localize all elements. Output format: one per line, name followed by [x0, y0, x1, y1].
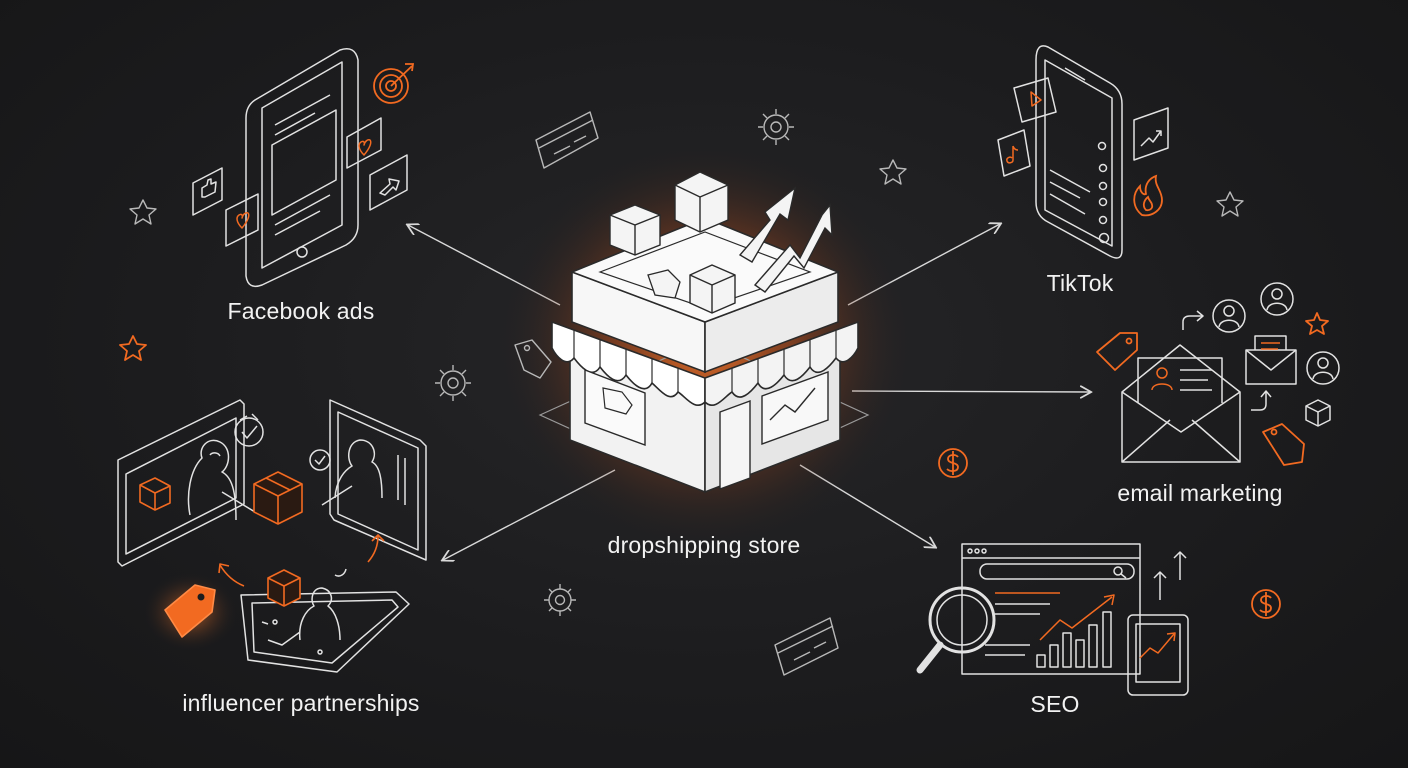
- tiktok-illustration: [997, 45, 1169, 259]
- fire-icon: [1133, 174, 1163, 217]
- accent-decorations: [119, 312, 1329, 619]
- credit-card-icon: [535, 111, 599, 169]
- gear-icon: [544, 584, 576, 616]
- price-tag-icon: [514, 339, 552, 379]
- email-marketing-illustration: [1121, 282, 1340, 463]
- dollar-coin-icon: [938, 448, 968, 478]
- sparkle-star-icon: [119, 335, 147, 361]
- target-icon: [373, 63, 415, 104]
- store-illustration: [495, 140, 915, 550]
- seo-illustration: [916, 543, 1189, 696]
- dollar-coin-icon: [1251, 589, 1281, 619]
- facebook-ads-illustration: [192, 48, 408, 288]
- email-tag-icons: [1096, 332, 1305, 466]
- label-dropshipping-store: dropshipping store: [607, 532, 801, 558]
- sparkle-star-icon: [1216, 191, 1244, 217]
- influencer-illustration: [117, 399, 427, 673]
- gear-icon: [758, 109, 794, 145]
- sparkle-star-icon: [1305, 312, 1329, 335]
- influencer-accents: [139, 471, 385, 607]
- sparkle-star-icon: [129, 199, 157, 225]
- label-seo: SEO: [1030, 691, 1080, 717]
- sparkle-star-icon: [879, 159, 907, 185]
- decorative-icons: [129, 109, 1244, 676]
- label-tiktok: TikTok: [1046, 270, 1114, 296]
- price-tag-glow-icon: [142, 572, 238, 652]
- gear-icon: [435, 365, 471, 401]
- credit-card-icon: [774, 617, 839, 676]
- label-email-marketing: email marketing: [1117, 480, 1283, 506]
- label-influencer-partnerships: influencer partnerships: [182, 690, 420, 716]
- label-facebook-ads: Facebook ads: [227, 298, 375, 324]
